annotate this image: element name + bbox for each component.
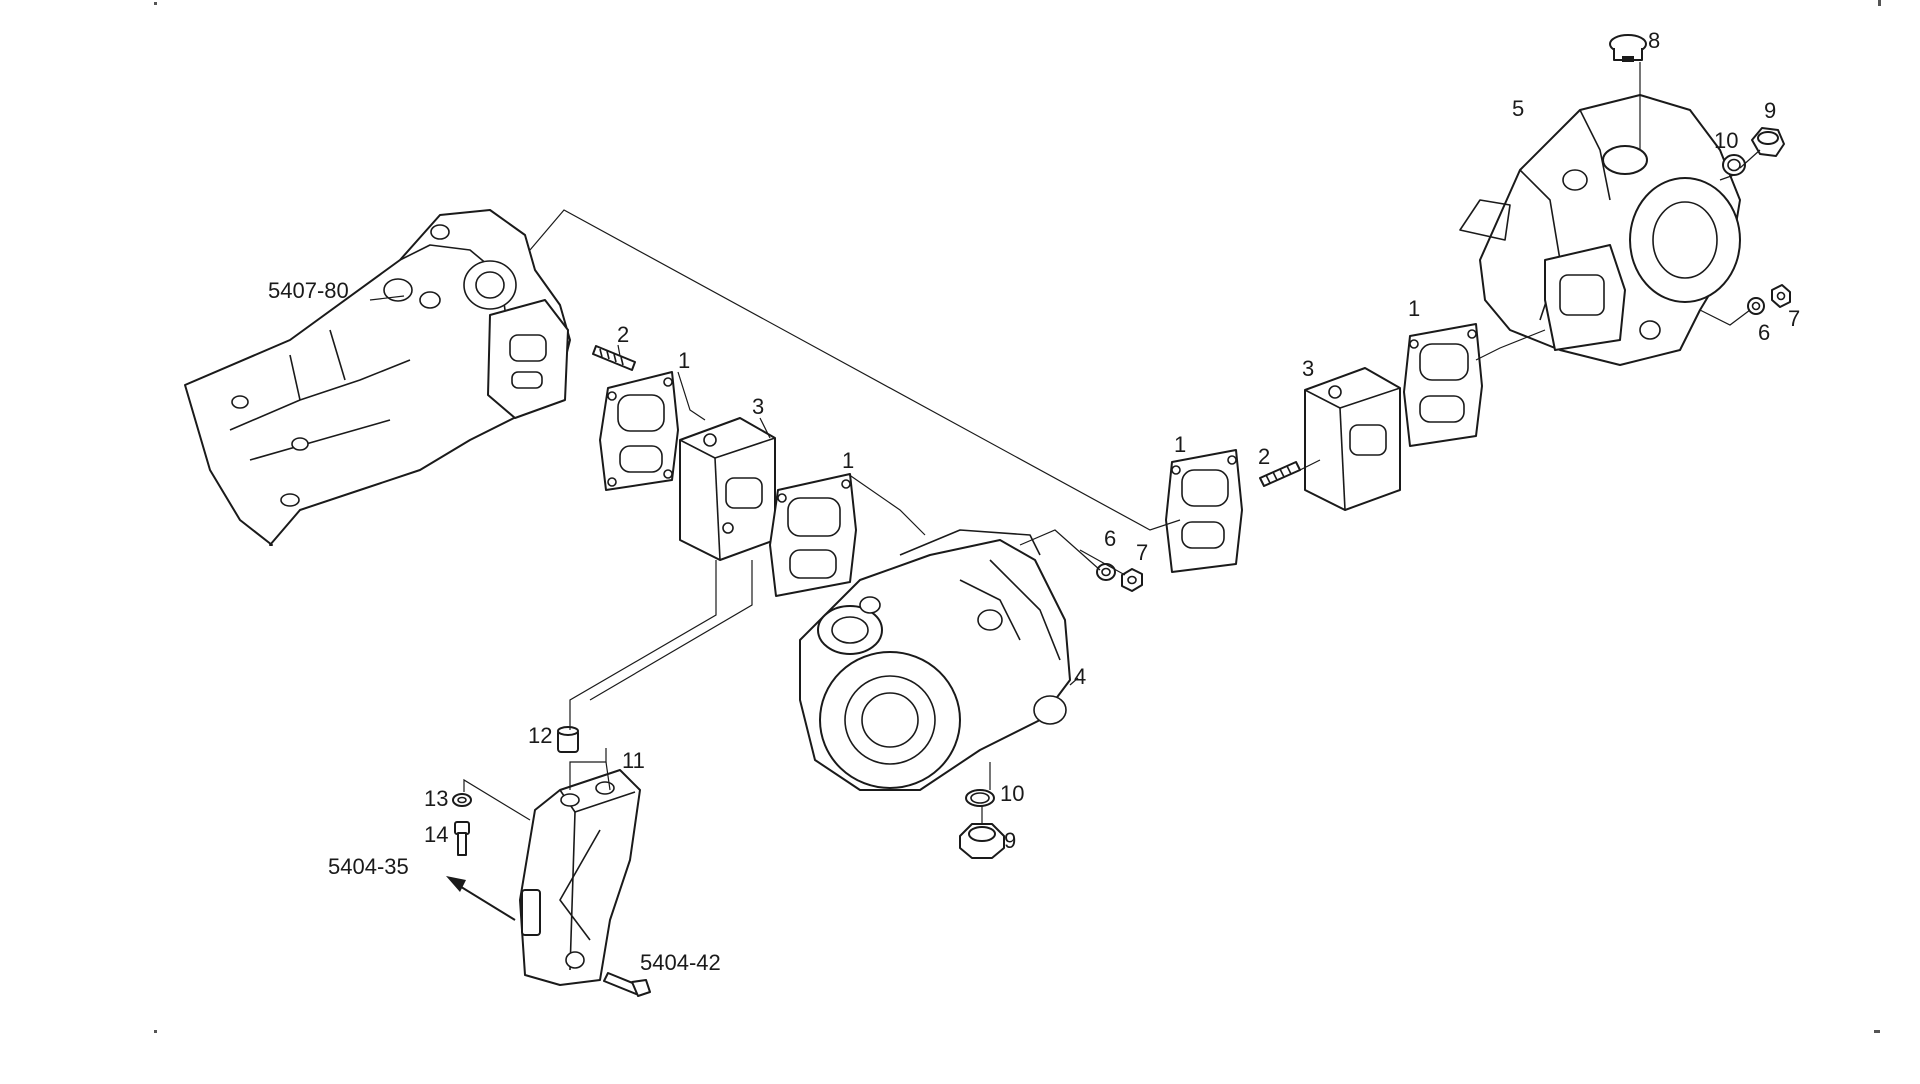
bolt-5404-42-part[interactable] (603, 972, 651, 997)
callout-2-right: 2 (1258, 444, 1270, 469)
spacer-right-part[interactable] (1304, 367, 1401, 511)
leader-lines (369, 62, 1761, 824)
callout-10-mid: 10 (1000, 781, 1024, 806)
gasket-left-b-part[interactable] (769, 473, 857, 597)
oring-10-right-part[interactable] (1722, 154, 1746, 176)
callout-3-right: 3 (1302, 356, 1314, 381)
washer-mid-part[interactable] (1096, 563, 1116, 581)
turbocharger-right-part[interactable] (1459, 94, 1741, 366)
plug-8-part[interactable] (1609, 34, 1647, 62)
turbocharger-part[interactable] (799, 529, 1071, 791)
gasket-left-a-part[interactable] (599, 371, 679, 491)
callout-1-left-a: 1 (678, 348, 690, 373)
callout-3-left: 3 (752, 394, 764, 419)
callout-labels: 5407-80 2 1 3 1 6 7 4 10 9 12 11 13 14 5… (268, 28, 1800, 975)
callout-11: 11 (622, 748, 645, 773)
washer-6-right-part[interactable] (1747, 297, 1765, 315)
stud-left-part[interactable] (592, 345, 636, 371)
washer-13-part[interactable] (452, 793, 472, 807)
bracket-part[interactable] (519, 769, 641, 986)
callout-9-right: 9 (1764, 98, 1776, 123)
cap-screw-part[interactable] (557, 726, 579, 753)
nut-7-right-part[interactable] (1771, 284, 1791, 308)
callout-6-mid: 6 (1104, 526, 1116, 551)
bolt-14-part[interactable] (454, 821, 470, 856)
callout-10-right: 10 (1714, 128, 1738, 153)
spacer-left-part[interactable] (679, 417, 776, 561)
arrow-5404-35 (446, 876, 516, 921)
callout-1-right-a: 1 (1174, 432, 1186, 457)
nut-mid-part[interactable] (1121, 568, 1143, 592)
gasket-right-a-part[interactable] (1165, 449, 1243, 573)
plug-9-right-part[interactable] (1751, 127, 1785, 157)
callout-1-right-b: 1 (1408, 296, 1420, 321)
callout-2-left: 2 (617, 322, 629, 347)
oring-mid-part[interactable] (965, 789, 995, 807)
callout-6-right: 6 (1758, 320, 1770, 345)
callout-12: 12 (528, 723, 552, 748)
callout-8: 8 (1648, 28, 1660, 53)
callout-5404-35: 5404-35 (328, 854, 409, 879)
callout-13: 13 (424, 786, 448, 811)
exhaust-manifold-part[interactable] (184, 209, 571, 546)
callout-9-mid: 9 (1004, 828, 1016, 853)
gasket-right-b-part[interactable] (1403, 323, 1483, 447)
corner-marks (154, 0, 1881, 1033)
callout-4: 4 (1074, 664, 1086, 689)
callout-5407-80: 5407-80 (268, 278, 349, 303)
callout-5: 5 (1512, 96, 1524, 121)
callout-14: 14 (424, 822, 448, 847)
callout-7-mid: 7 (1136, 540, 1148, 565)
callout-5404-42: 5404-42 (640, 950, 721, 975)
plug-mid-part[interactable] (959, 823, 1005, 859)
callout-1-left-b: 1 (842, 448, 854, 473)
callout-7-right: 7 (1788, 306, 1800, 331)
